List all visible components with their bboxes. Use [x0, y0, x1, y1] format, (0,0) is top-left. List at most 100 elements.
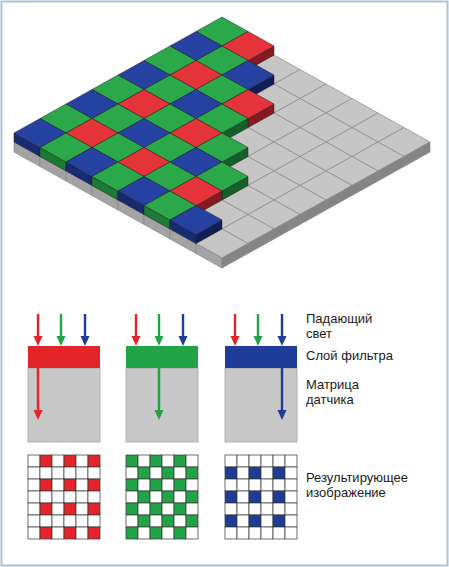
light-ray: [84, 314, 86, 337]
filter-example: [126, 314, 198, 442]
pixel-cell: [76, 467, 88, 479]
arrow-head: [155, 336, 164, 346]
pixel-cell: [150, 455, 162, 467]
light-ray: [37, 314, 39, 337]
pixel-cell: [76, 479, 88, 491]
pixel-cell: [28, 527, 40, 539]
pixel-cell: [186, 527, 198, 539]
pixel-cell: [285, 455, 297, 467]
pixel-cell: [126, 467, 138, 479]
pixel-cell: [249, 479, 261, 491]
pixel-cell: [237, 479, 249, 491]
pixel-cell: [249, 527, 261, 539]
pixel-cell: [138, 479, 150, 491]
arrow-head: [34, 410, 43, 420]
pixel-cell: [40, 455, 52, 467]
pixel-cell: [138, 515, 150, 527]
pixel-cell: [237, 503, 249, 515]
filter-layer: [225, 346, 297, 368]
pixel-cell: [261, 467, 273, 479]
pixel-cell: [88, 503, 100, 515]
light-ray: [60, 314, 62, 337]
pixel-cell: [237, 527, 249, 539]
pixel-cell: [64, 455, 76, 467]
sensor-block: [126, 368, 198, 442]
pixel-cell: [285, 515, 297, 527]
pixel-cell: [138, 527, 150, 539]
pixel-cell: [40, 515, 52, 527]
pixel-cell: [261, 491, 273, 503]
pixel-cell: [64, 527, 76, 539]
arrow-head: [278, 336, 287, 346]
pixel-cell: [40, 491, 52, 503]
pixel-cell: [64, 467, 76, 479]
light-ray: [234, 314, 236, 337]
light-ray: [158, 368, 160, 411]
sensor-cell: [274, 215, 300, 240]
pixel-cell: [249, 455, 261, 467]
pixel-cell: [150, 467, 162, 479]
pixel-cell: [138, 491, 150, 503]
filter-example: [28, 314, 100, 442]
filter-layer: [126, 346, 198, 368]
pixel-cell: [186, 503, 198, 515]
pixel-cell: [88, 467, 100, 479]
pixel-cell: [126, 455, 138, 467]
pixel-cell: [150, 479, 162, 491]
pixel-cell: [273, 491, 285, 503]
pixel-cell: [40, 503, 52, 515]
pixel-cell: [126, 503, 138, 515]
arrow-head: [278, 410, 287, 420]
pixel-cell: [126, 491, 138, 503]
pixel-cell: [52, 491, 64, 503]
sensor-illustration: [14, 17, 430, 268]
pixel-cell: [88, 479, 100, 491]
pixel-cell: [126, 515, 138, 527]
arrow-head: [231, 336, 240, 346]
sensor-block: [225, 368, 297, 442]
pixel-cell: [138, 467, 150, 479]
sensor-block: [28, 368, 100, 442]
pixel-cell: [285, 491, 297, 503]
pixel-cell: [52, 515, 64, 527]
pixel-cell: [64, 515, 76, 527]
sensor-cell: [196, 244, 222, 269]
pixel-cell: [174, 479, 186, 491]
pixel-cell: [261, 527, 273, 539]
pixel-cell: [225, 467, 237, 479]
pixel-cell: [28, 503, 40, 515]
pixel-cell: [126, 527, 138, 539]
pixel-cell: [273, 527, 285, 539]
label: Результирующее изображение: [306, 471, 408, 501]
pixel-cell: [162, 527, 174, 539]
pixel-cell: [285, 527, 297, 539]
label: Слой фильтра: [306, 349, 393, 364]
pixel-cell: [88, 491, 100, 503]
light-ray: [158, 314, 160, 337]
pixel-cell: [261, 455, 273, 467]
pixel-cell: [88, 515, 100, 527]
pixel-cell: [88, 455, 100, 467]
pixel-cell: [76, 503, 88, 515]
light-ray: [281, 368, 283, 411]
pixel-cell: [64, 479, 76, 491]
pixel-cell: [28, 515, 40, 527]
arrow-head: [155, 410, 164, 420]
pixel-cell: [225, 527, 237, 539]
pixel-cell: [237, 467, 249, 479]
pixel-cell: [261, 503, 273, 515]
result-grids: [28, 455, 297, 539]
pixel-cell: [28, 455, 40, 467]
pixel-cell: [174, 515, 186, 527]
pixel-cell: [273, 479, 285, 491]
pixel-cell: [249, 503, 261, 515]
pixel-cell: [273, 503, 285, 515]
pixel-cell: [138, 455, 150, 467]
sensor-cell: [326, 186, 352, 211]
pixel-cell: [285, 479, 297, 491]
sensor-cell: [248, 229, 274, 254]
pixel-cell: [237, 455, 249, 467]
pixel-cell: [76, 491, 88, 503]
pixel-cell: [273, 515, 285, 527]
arrow-head: [254, 336, 263, 346]
